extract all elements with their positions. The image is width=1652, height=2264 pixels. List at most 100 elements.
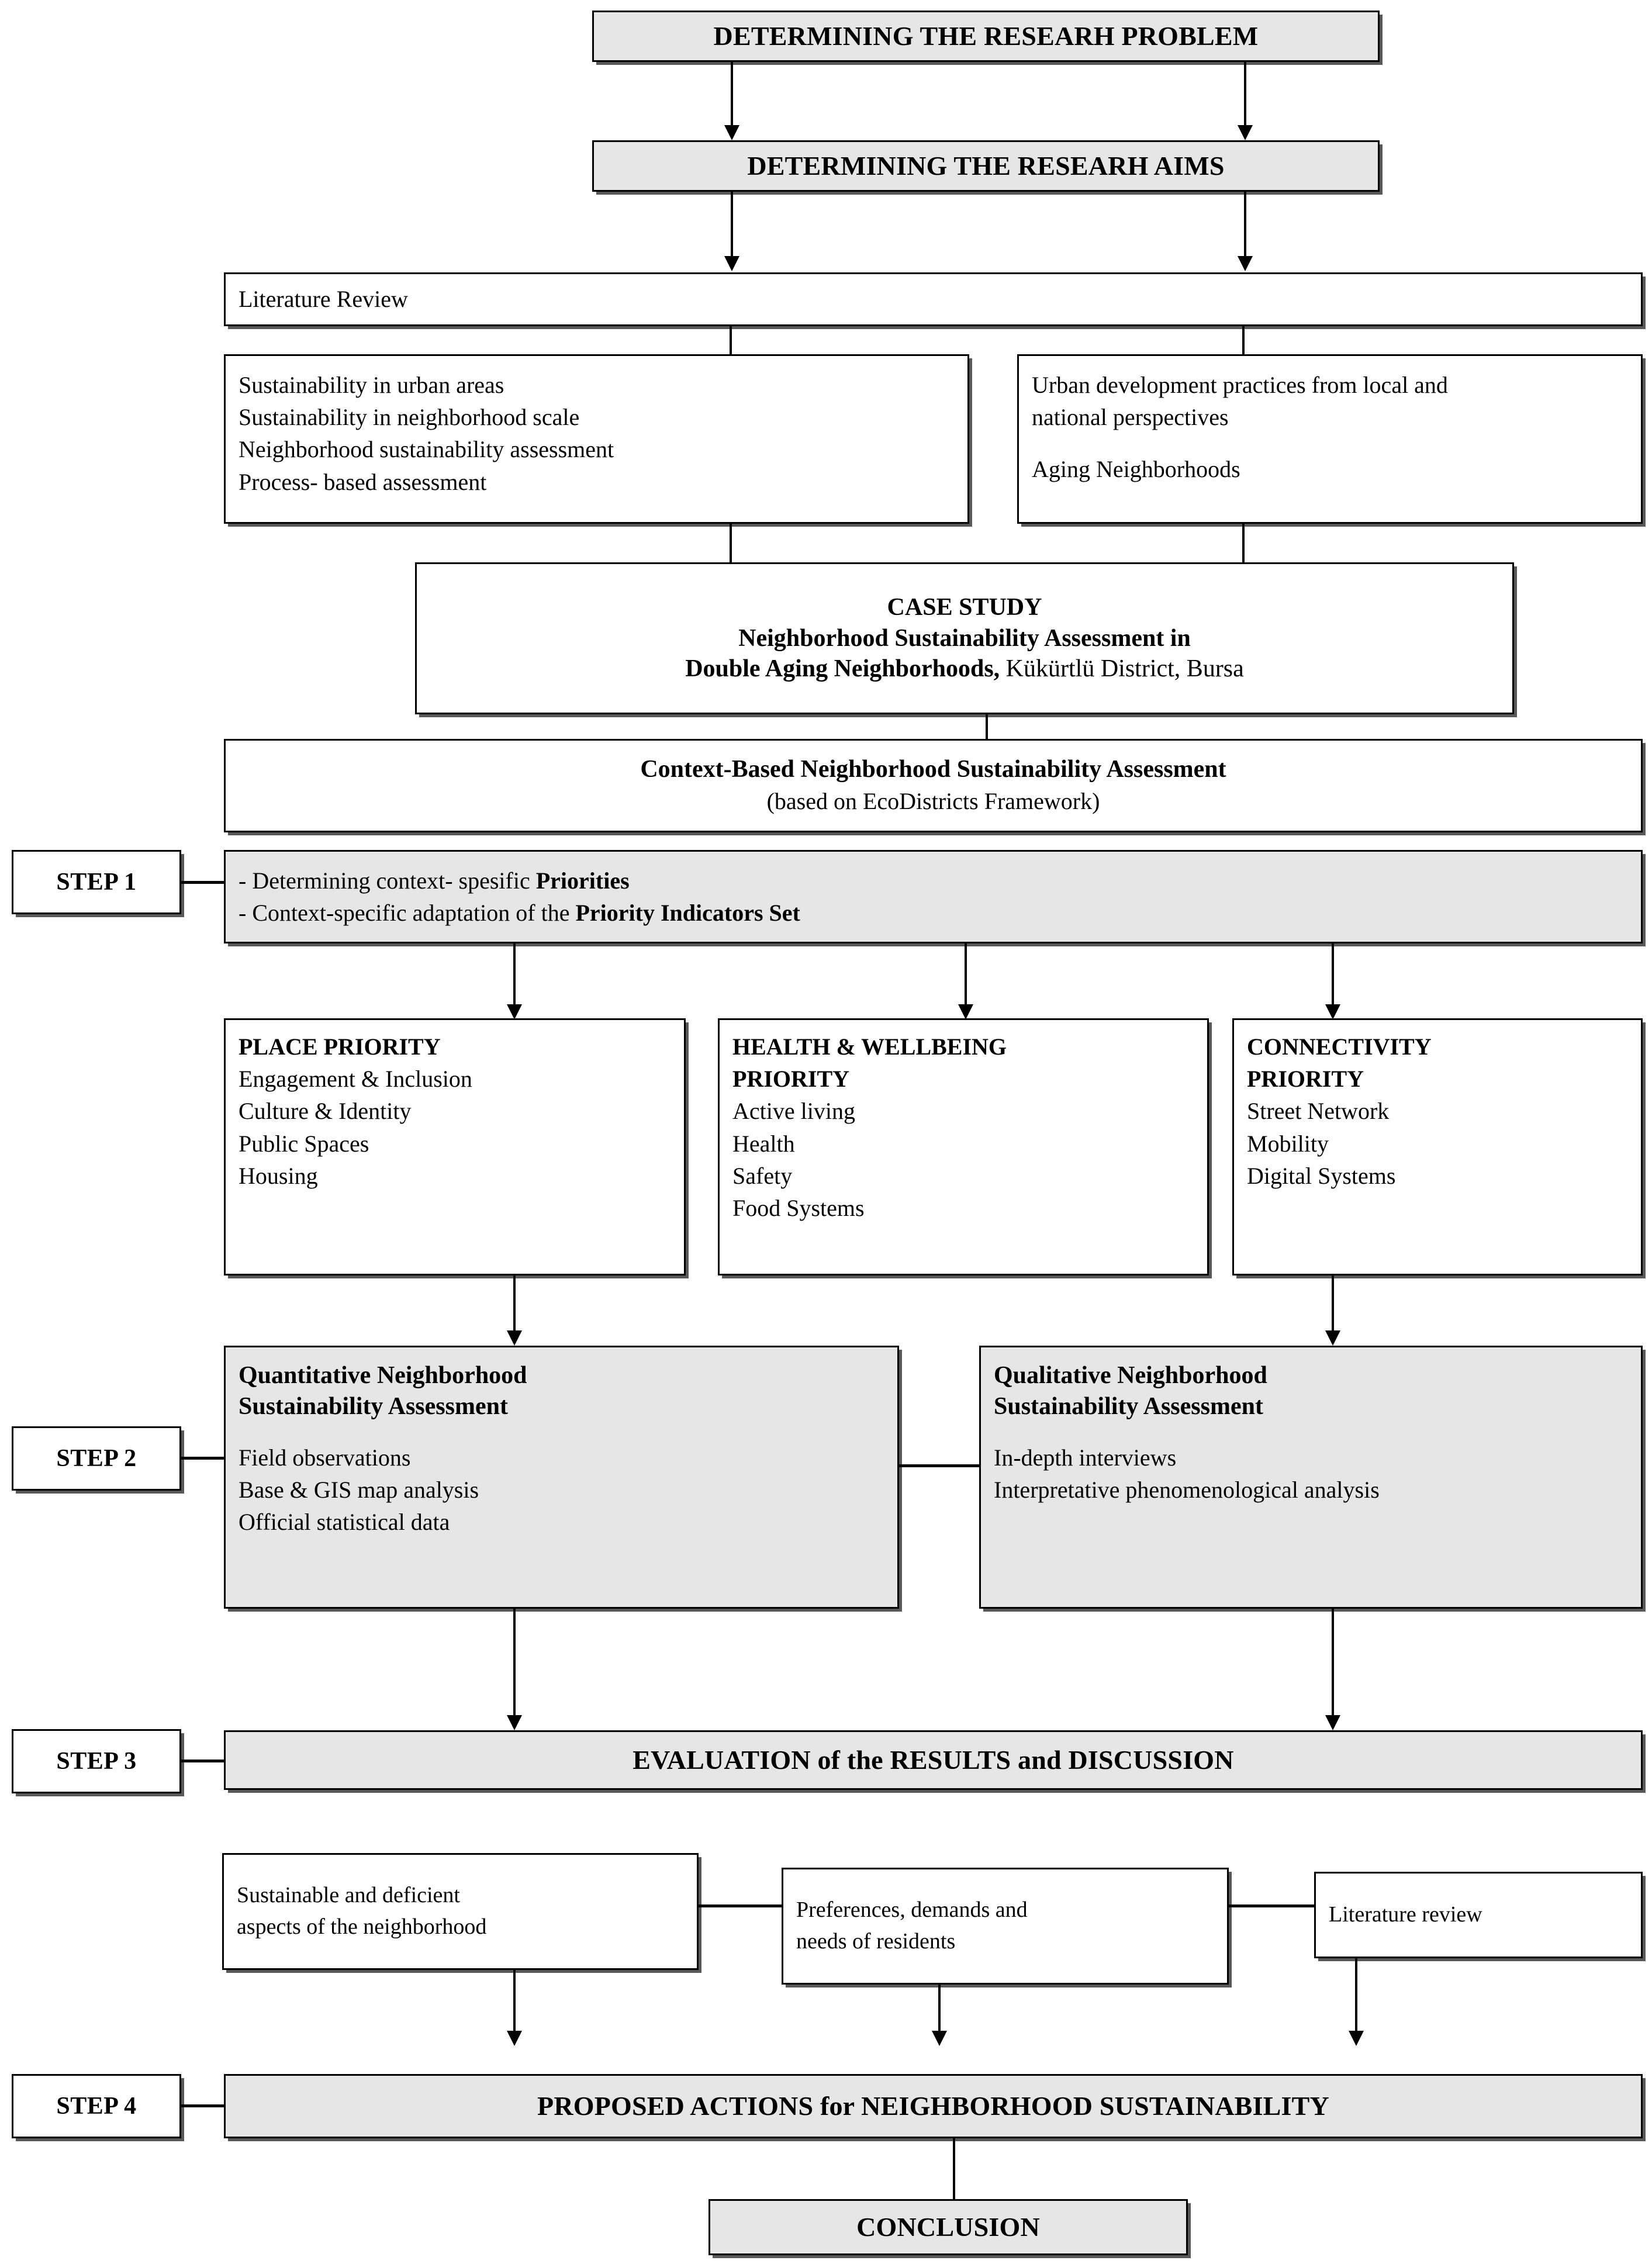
result-line2: needs of residents xyxy=(796,1929,956,1954)
node-result-preferences-demands: Preferences, demands and needs of reside… xyxy=(782,1868,1229,1985)
health-priority-heading2: PRIORITY xyxy=(732,1066,850,1093)
connectivity-priority-item: Digital Systems xyxy=(1247,1162,1396,1189)
step4-badge: STEP 4 xyxy=(12,2074,181,2138)
connector-line xyxy=(986,714,988,740)
step1-bullet-1-text: - Determining context- spesific xyxy=(239,867,536,894)
node-health-wellbeing-priority: HEALTH & WELLBEING PRIORITY Active livin… xyxy=(718,1018,1209,1276)
case-study-line3: Double Aging Neighborhoods, Kükürtlü Dis… xyxy=(685,654,1244,685)
node-connectivity-priority: CONNECTIVITY PRIORITY Street Network Mob… xyxy=(1232,1018,1643,1276)
arrow-head xyxy=(1325,1330,1340,1346)
arrow-head xyxy=(507,1330,522,1346)
connector-line xyxy=(953,2138,955,2210)
node-result-literature-review: Literature review xyxy=(1314,1872,1643,1958)
node-step4-proposed-actions: PROPOSED ACTIONS for NEIGHBORHOOD SUSTAI… xyxy=(224,2074,1643,2138)
connectivity-priority-heading2: PRIORITY xyxy=(1247,1066,1364,1093)
step1-bullet-1: - Determining context- spesific Prioriti… xyxy=(239,865,630,897)
node-research-aims: DETERMINING THE RESEARH AIMS xyxy=(592,140,1380,192)
connector-line xyxy=(731,62,733,127)
connector-line xyxy=(1242,326,1245,355)
connector-line xyxy=(513,943,516,1008)
case-study-line1: CASE STUDY xyxy=(887,594,1042,621)
connector-line xyxy=(1332,943,1334,1008)
connector-line xyxy=(1355,1958,1357,2034)
research-aims-label: DETERMINING THE RESEARH AIMS xyxy=(747,150,1225,181)
research-problem-label: DETERMINING THE RESEARH PROBLEM xyxy=(713,20,1259,51)
connector-line xyxy=(181,881,226,884)
step3-label: STEP 3 xyxy=(56,1748,137,1775)
node-literature-topics-left: Sustainability in urban areas Sustainabi… xyxy=(224,354,969,524)
connectivity-priority-heading: CONNECTIVITY xyxy=(1247,1034,1432,1060)
step1-bullet-2-text: - Context-specific adaptation of the xyxy=(239,900,576,926)
step1-bullet-2-bold: Priority Indicators Set xyxy=(575,900,800,926)
context-based-line1: Context-Based Neighborhood Sustainabilit… xyxy=(640,756,1226,783)
quantitative-title-line1: Quantitative Neighborhood xyxy=(239,1362,527,1389)
connector-line xyxy=(699,1904,783,1907)
arrow-head xyxy=(507,2031,522,2046)
health-priority-heading: HEALTH & WELLBEING xyxy=(732,1034,1007,1060)
node-context-based-assessment: Context-Based Neighborhood Sustainabilit… xyxy=(224,739,1643,832)
connector-line xyxy=(181,2104,226,2107)
arrow-head xyxy=(958,1004,973,1019)
quantitative-item: Field observations xyxy=(239,1444,411,1471)
place-priority-heading: PLACE PRIORITY xyxy=(239,1034,441,1060)
node-literature-review: Literature Review xyxy=(224,272,1643,326)
place-priority-item: Housing xyxy=(239,1162,318,1189)
arrow-head xyxy=(1325,1715,1340,1730)
qualitative-item: Interpretative phenomenological analysis xyxy=(994,1477,1380,1503)
connector-line xyxy=(938,1985,941,2034)
connectivity-priority-item: Mobility xyxy=(1247,1130,1329,1157)
connector-line xyxy=(1244,192,1246,258)
lit-right-item: Urban development practices from local a… xyxy=(1032,372,1448,398)
connectivity-priority-item: Street Network xyxy=(1247,1098,1390,1125)
connector-line xyxy=(1244,62,1246,127)
qualitative-item: In-depth interviews xyxy=(994,1444,1177,1471)
result-line1: Preferences, demands and xyxy=(796,1897,1028,1923)
lit-left-item: Process- based assessment xyxy=(239,468,487,495)
node-step1-content: - Determining context- spesific Prioriti… xyxy=(224,850,1643,943)
arrow-head xyxy=(507,1715,522,1730)
arrow-head xyxy=(1238,125,1253,140)
node-qualitative-assessment: Qualitative Neighborhood Sustainability … xyxy=(979,1346,1643,1609)
node-case-study: CASE STUDY Neighborhood Sustainability A… xyxy=(415,562,1514,714)
node-place-priority: PLACE PRIORITY Engagement & Inclusion Cu… xyxy=(224,1018,686,1276)
qualitative-title-line2: Sustainability Assessment xyxy=(994,1392,1263,1420)
node-quantitative-assessment: Quantitative Neighborhood Sustainability… xyxy=(224,1346,899,1609)
connector-line xyxy=(1229,1904,1316,1907)
step1-label: STEP 1 xyxy=(56,869,137,896)
step4-title: PROPOSED ACTIONS for NEIGHBORHOOD SUSTAI… xyxy=(537,2090,1329,2121)
context-based-line2: (based on EcoDistricts Framework) xyxy=(766,787,1100,814)
step1-bullet-1-bold: Priorities xyxy=(535,867,630,894)
result-line1: Sustainable and deficient xyxy=(237,1883,460,1908)
arrow-head xyxy=(724,125,739,140)
arrow-head xyxy=(1349,2031,1364,2046)
connector-line xyxy=(730,326,732,355)
health-priority-item: Health xyxy=(732,1130,795,1157)
conclusion-label: CONCLUSION xyxy=(856,2211,1040,2242)
lit-left-item: Sustainability in neighborhood scale xyxy=(239,404,580,431)
step2-label: STEP 2 xyxy=(56,1445,137,1472)
place-priority-item: Culture & Identity xyxy=(239,1098,412,1125)
connector-line xyxy=(181,1760,226,1762)
qualitative-title-line1: Qualitative Neighborhood xyxy=(994,1362,1267,1389)
connector-line xyxy=(513,1276,516,1334)
arrow-head xyxy=(1325,1004,1340,1019)
quantitative-title-line2: Sustainability Assessment xyxy=(239,1392,508,1420)
quantitative-item: Base & GIS map analysis xyxy=(239,1477,479,1503)
place-priority-item: Engagement & Inclusion xyxy=(239,1066,472,1093)
lit-right-item: Aging Neighborhoods xyxy=(1032,456,1240,483)
arrow-head xyxy=(932,2031,947,2046)
place-priority-item: Public Spaces xyxy=(239,1130,369,1157)
literature-review-label: Literature Review xyxy=(239,286,408,313)
node-literature-topics-right: Urban development practices from local a… xyxy=(1017,354,1643,524)
case-study-line2: Neighborhood Sustainability Assessment i… xyxy=(738,624,1191,652)
node-result-sustainable-deficient: Sustainable and deficient aspects of the… xyxy=(222,1853,699,1970)
quantitative-item: Official statistical data xyxy=(239,1509,450,1536)
health-priority-item: Safety xyxy=(732,1162,793,1189)
connector-line xyxy=(1332,1276,1334,1334)
result-line1: Literature review xyxy=(1329,1902,1482,1927)
step1-badge: STEP 1 xyxy=(12,850,181,914)
node-conclusion: CONCLUSION xyxy=(709,2199,1188,2255)
case-study-line3-bold: Double Aging Neighborhoods, xyxy=(685,655,1000,683)
health-priority-item: Active living xyxy=(732,1098,855,1125)
